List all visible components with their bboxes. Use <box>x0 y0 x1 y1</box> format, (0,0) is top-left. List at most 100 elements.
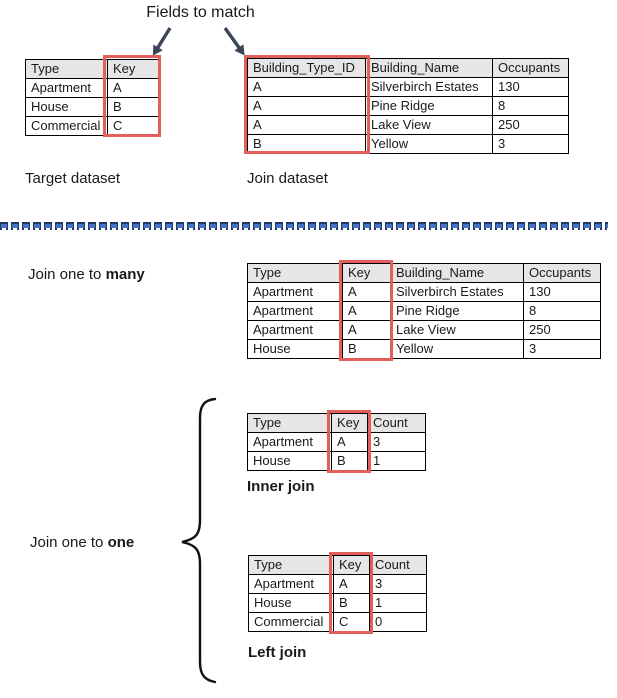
table-cell: 8 <box>523 301 601 321</box>
join-dataset-label: Join dataset <box>247 170 328 187</box>
table-cell: 3 <box>367 432 426 452</box>
column-header: Occupants <box>523 263 601 283</box>
table-cell: Lake View <box>390 320 524 340</box>
column-header: Count <box>369 555 427 575</box>
table-cell: Apartment <box>247 282 343 302</box>
table-cell: A <box>247 115 366 135</box>
join-one-to-many-bold: many <box>105 266 145 283</box>
table-cell: B <box>331 451 368 471</box>
table-cell: Pine Ridge <box>365 96 493 116</box>
table-cell: Apartment <box>247 320 343 340</box>
table-cell: 130 <box>492 77 569 97</box>
table-cell: 130 <box>523 282 601 302</box>
inner-join-label: Inner join <box>247 478 315 495</box>
table-cell: B <box>107 97 161 117</box>
table-cell: A <box>342 320 391 340</box>
table-cell: C <box>107 116 161 136</box>
join-one-to-many-label: Join one to many <box>28 266 145 283</box>
table-cell: 250 <box>523 320 601 340</box>
target-dataset-label: Target dataset <box>25 170 121 187</box>
table-cell: 0 <box>369 612 427 632</box>
column-header: Type <box>25 59 108 79</box>
column-header: Key <box>331 413 368 433</box>
column-header: Key <box>333 555 370 575</box>
table-cell: House <box>247 451 332 471</box>
table-cell: B <box>247 134 366 154</box>
column-header: Building_Name <box>390 263 524 283</box>
table-cell: Silverbirch Estates <box>365 77 493 97</box>
table-cell: A <box>107 78 161 98</box>
section-divider <box>0 222 608 230</box>
column-header: Occupants <box>492 58 569 78</box>
table-cell: 3 <box>369 574 427 594</box>
table-cell: Yellow <box>390 339 524 359</box>
table-cell: 1 <box>369 593 427 613</box>
arrow-down-right-icon <box>223 27 245 56</box>
table-cell: A <box>333 574 370 594</box>
table-cell: Lake View <box>365 115 493 135</box>
left-join-label: Left join <box>248 644 307 661</box>
join-one-to-many-prefix: Join one to <box>28 266 106 283</box>
table-cell: Silverbirch Estates <box>390 282 524 302</box>
table-cell: House <box>247 339 343 359</box>
table-cell: Yellow <box>365 134 493 154</box>
column-header: Type <box>247 413 332 433</box>
table-cell: A <box>342 301 391 321</box>
table-cell: 1 <box>367 451 426 471</box>
table-cell: House <box>25 97 108 117</box>
table-cell: A <box>247 77 366 97</box>
table-cell: 3 <box>523 339 601 359</box>
column-header: Count <box>367 413 426 433</box>
table-cell: 8 <box>492 96 569 116</box>
table-cell: C <box>333 612 370 632</box>
table-cell: B <box>342 339 391 359</box>
table-cell: Apartment <box>247 301 343 321</box>
curly-brace-icon <box>181 397 217 684</box>
table-cell: House <box>248 593 334 613</box>
column-header: Key <box>342 263 391 283</box>
table-cell: Apartment <box>25 78 108 98</box>
table-cell: Pine Ridge <box>390 301 524 321</box>
column-header: Building_Name <box>365 58 493 78</box>
join-one-to-one-prefix: Join one to <box>30 534 108 551</box>
table-cell: A <box>331 432 368 452</box>
table-cell: Apartment <box>247 432 332 452</box>
table-cell: 250 <box>492 115 569 135</box>
fields-to-match-label: Fields to match <box>146 4 255 21</box>
column-header: Type <box>247 263 343 283</box>
table-cell: Apartment <box>248 574 334 594</box>
table-cell: Commercial <box>248 612 334 632</box>
join-one-to-one-bold: one <box>107 534 135 551</box>
table-cell: B <box>333 593 370 613</box>
arrow-down-left-icon <box>152 27 172 56</box>
column-header: Key <box>107 59 161 79</box>
join-one-to-one-label: Join one to one <box>30 534 134 551</box>
field-match-arrows <box>152 27 245 56</box>
table-cell: 3 <box>492 134 569 154</box>
table-cell: A <box>342 282 391 302</box>
